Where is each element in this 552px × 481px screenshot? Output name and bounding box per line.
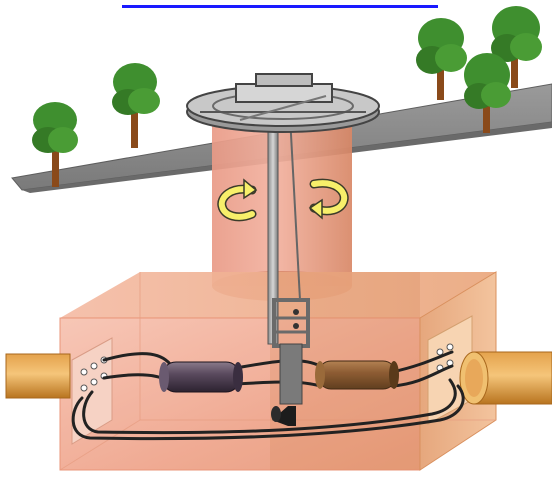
tree-left-2 [112,63,160,148]
pipe-left [6,354,70,398]
pipe-right [460,352,552,404]
tree-right-1 [416,18,467,100]
manhole-cover-device [187,74,379,132]
cable-joint-left [159,362,243,392]
cable-joint-right [315,361,399,389]
